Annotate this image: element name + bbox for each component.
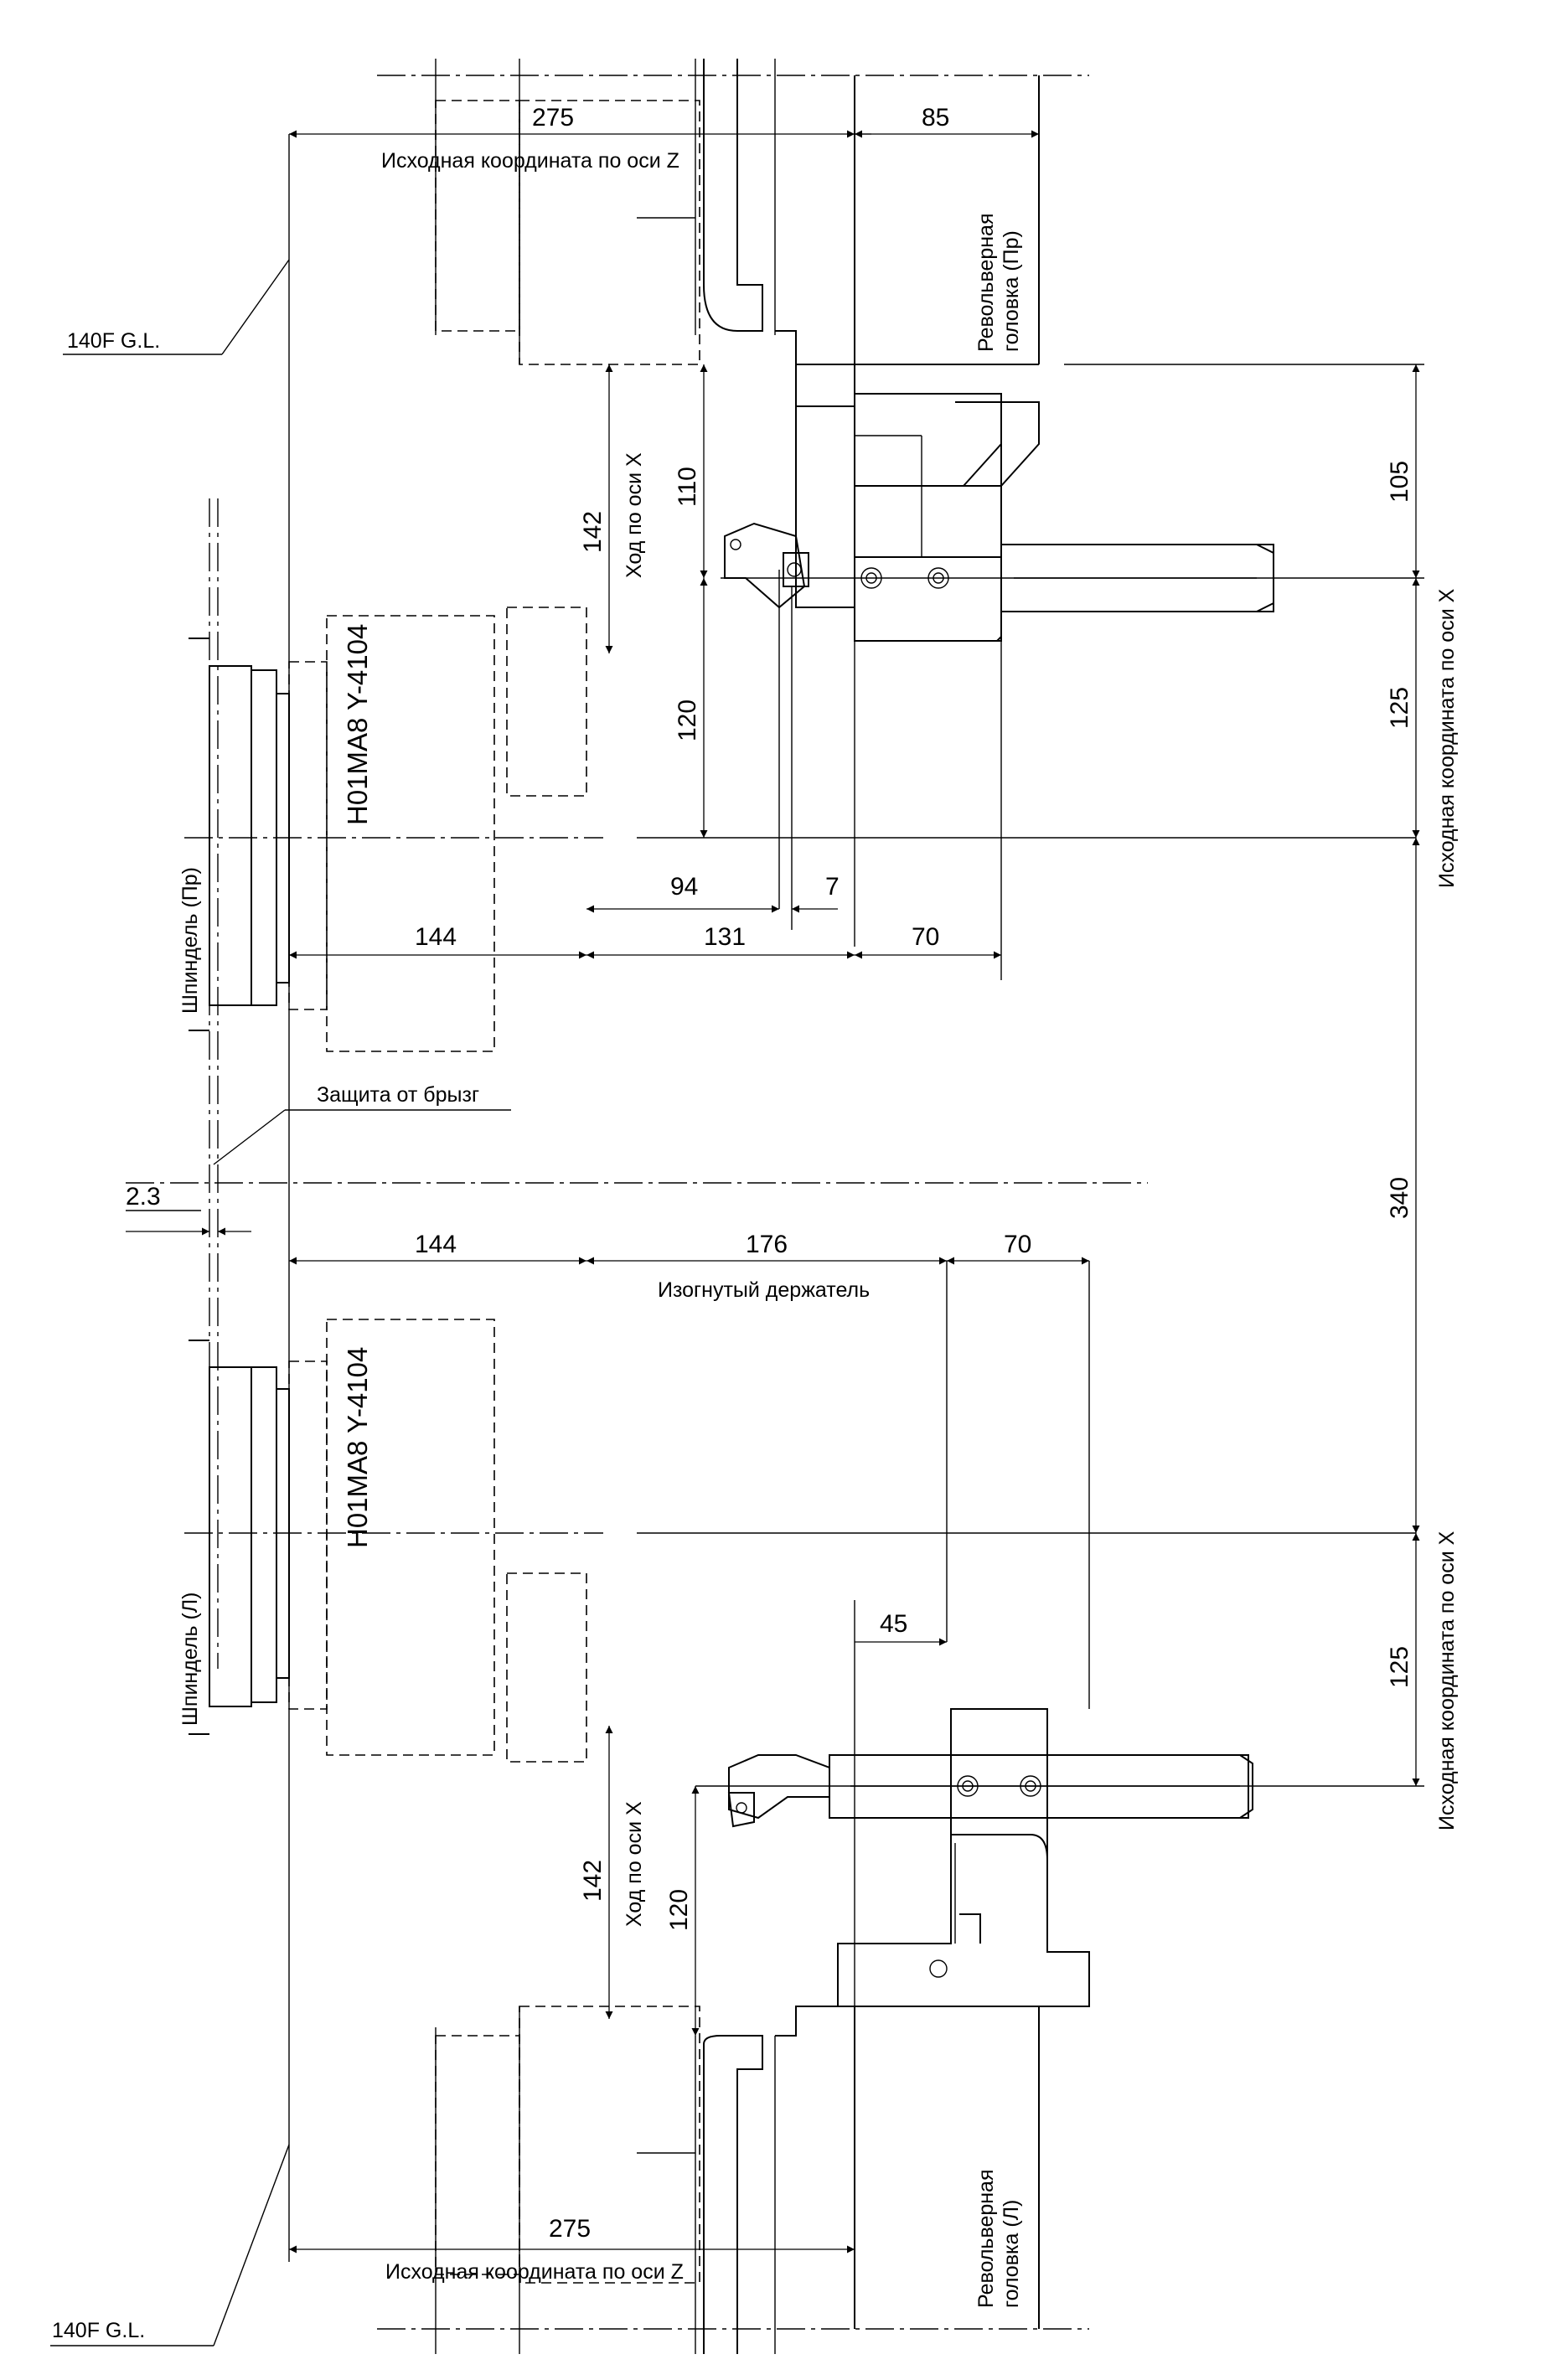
dim-340: 340 xyxy=(1386,1177,1413,1219)
dim-105: 105 xyxy=(1386,461,1413,503)
dim-176: 176 xyxy=(746,1231,788,1258)
dim-7: 7 xyxy=(825,873,840,901)
dim-85: 85 xyxy=(922,104,949,132)
label-gl-top: 140F G.L. xyxy=(67,329,160,353)
label-x-origin-left: Исходная координата по оси X xyxy=(1435,1531,1459,1830)
label-x-origin-right: Исходная координата по оси X xyxy=(1435,588,1459,888)
dim-94: 94 xyxy=(670,873,698,901)
dim-70-bottom: 70 xyxy=(1004,1231,1031,1258)
dimension-values: 275 85 142 110 120 105 125 94 7 144 131 … xyxy=(126,104,1413,2243)
annotation-labels: Исходная координата по оси Z Исходная ко… xyxy=(52,149,1459,2342)
label-turret-right: Револьвернаяголовка (Пр) xyxy=(974,213,1023,352)
dim-125-bottom: 125 xyxy=(1386,1646,1413,1688)
dim-45: 45 xyxy=(880,1610,907,1638)
dim-144-bottom: 144 xyxy=(415,1231,457,1258)
label-chuck-right: H01MA8 Y-4104 xyxy=(342,624,373,825)
bottom-station-geometry xyxy=(189,1261,1253,2354)
dim-131: 131 xyxy=(704,923,746,951)
dim-144-top: 144 xyxy=(415,923,457,951)
label-spindle-left: Шпиндель (Л) xyxy=(178,1593,202,1727)
label-x-stroke-bottom: Ход по оси X xyxy=(623,1801,646,1927)
label-x-stroke-top: Ход по оси X xyxy=(623,452,646,578)
dim-2-3: 2.3 xyxy=(126,1183,161,1211)
label-bent-holder: Изогнутый держатель xyxy=(658,1278,870,1302)
reference-lines xyxy=(126,75,1424,2330)
label-chuck-left: H01MA8 Y-4104 xyxy=(342,1347,373,1548)
dim-120-bottom: 120 xyxy=(665,1889,693,1931)
label-turret-left: Револьвернаяголовка (Л) xyxy=(974,2169,1023,2308)
label-spindle-right: Шпиндель (Пр) xyxy=(178,867,202,1014)
top-station-geometry xyxy=(189,59,1274,1052)
label-z-origin-top: Исходная координата по оси Z xyxy=(381,149,679,173)
dim-142-bottom: 142 xyxy=(579,1860,607,1902)
dim-275-bottom: 275 xyxy=(549,2215,591,2243)
dim-125-top: 125 xyxy=(1386,687,1413,729)
dimension-lines xyxy=(50,130,1420,2346)
dim-275-top: 275 xyxy=(532,104,574,132)
dim-142-top: 142 xyxy=(579,511,607,553)
label-gl-bottom: 140F G.L. xyxy=(52,2319,145,2342)
dim-70-top: 70 xyxy=(912,923,939,951)
dim-120-top: 120 xyxy=(674,700,701,741)
label-z-origin-bottom: Исходная координата по оси Z xyxy=(385,2260,684,2284)
dim-110: 110 xyxy=(674,467,701,507)
label-splash-guard: Защита от брызг xyxy=(317,1083,479,1107)
